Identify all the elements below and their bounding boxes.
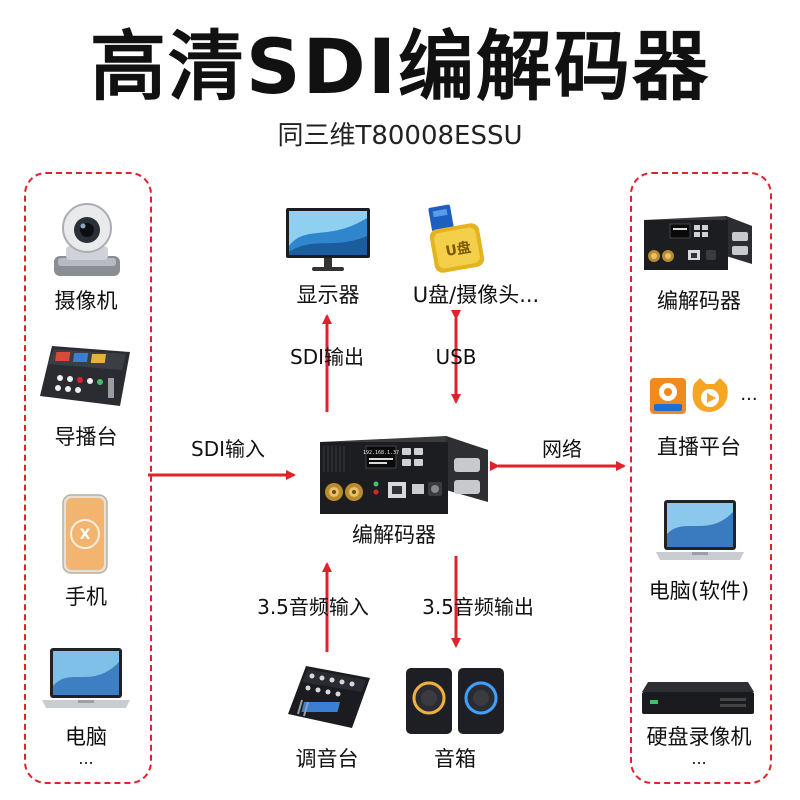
output-label-codec: 编解码器 bbox=[657, 289, 741, 313]
sdi-output-label: SDI输出 bbox=[290, 345, 364, 369]
output-label-computer-software: 电脑(软件) bbox=[648, 579, 750, 603]
usb-camera-label: U盘/摄像头... bbox=[412, 283, 540, 307]
laptop-icon bbox=[42, 648, 130, 708]
laptop-icon bbox=[656, 500, 744, 560]
live-platform-icon bbox=[650, 378, 728, 414]
output-label-live-platform: 直播平台 bbox=[657, 435, 741, 459]
audio-mixer-icon bbox=[288, 666, 370, 728]
input-sources-group bbox=[24, 172, 152, 784]
codec-device-icon: 192.168.1.37 bbox=[320, 436, 488, 514]
ptz-camera-icon bbox=[54, 203, 120, 276]
phone-icon: X bbox=[62, 494, 108, 574]
input-label-switcher: 导播台 bbox=[54, 425, 118, 449]
input-label-computer: 电脑 bbox=[65, 725, 107, 749]
nvr-icon bbox=[642, 682, 754, 714]
output-label-nvr: 硬盘录像机 bbox=[646, 725, 752, 749]
usb-drive-icon: U盘 bbox=[428, 204, 485, 273]
input-more: ... bbox=[78, 749, 94, 768]
network-label: 网络 bbox=[542, 437, 582, 461]
monitor-label: 显示器 bbox=[296, 283, 360, 307]
mixer-label: 调音台 bbox=[295, 747, 359, 771]
input-label-camera: 摄像机 bbox=[54, 289, 118, 313]
speaker-label: 音箱 bbox=[434, 747, 476, 771]
output-targets-group bbox=[630, 172, 772, 784]
usb-drive-text: U盘 bbox=[444, 239, 472, 260]
page-title: 高清SDI编解码器 bbox=[89, 22, 711, 111]
codec-icon bbox=[644, 216, 752, 270]
speakers-icon bbox=[406, 668, 504, 734]
codec-center-label: 编解码器 bbox=[352, 523, 436, 547]
codec-screen-text: 192.168.1.37 bbox=[363, 450, 399, 456]
audio-output-label: 3.5音频输出 bbox=[422, 595, 534, 619]
svg-text:X: X bbox=[80, 527, 91, 543]
platform-more: ... bbox=[740, 384, 758, 405]
input-label-phone: 手机 bbox=[65, 585, 107, 609]
switcher-icon bbox=[40, 346, 130, 406]
model-number: 同三维T80008ESSU bbox=[277, 121, 523, 151]
output-more: ... bbox=[691, 749, 707, 768]
audio-input-label: 3.5音频输入 bbox=[257, 595, 369, 619]
usb-label: USB bbox=[435, 345, 477, 369]
sdi-input-label: SDI输入 bbox=[191, 437, 265, 461]
monitor-icon bbox=[286, 208, 370, 271]
